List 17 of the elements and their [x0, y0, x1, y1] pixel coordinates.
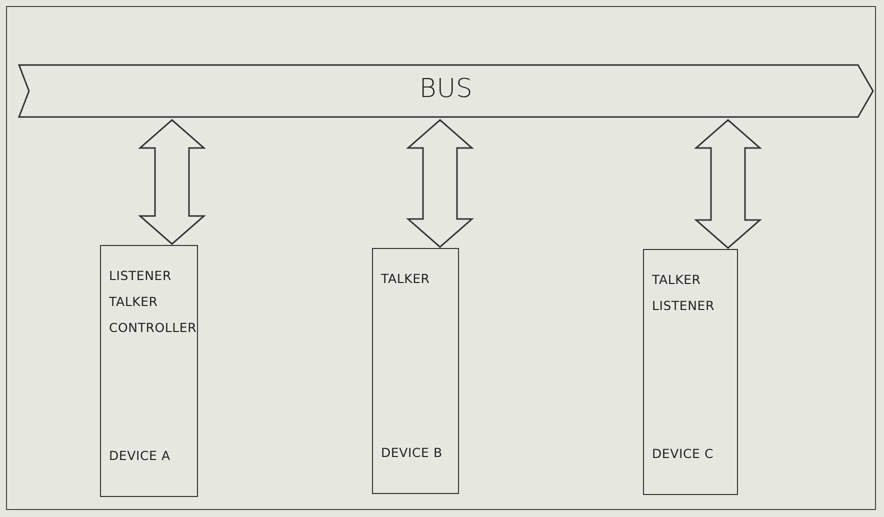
device-name: DEVICE A [109, 448, 170, 463]
bus-ribbon [18, 64, 874, 118]
double-arrow [694, 119, 762, 249]
role-label: TALKER [652, 272, 701, 287]
device-name: DEVICE B [381, 445, 442, 460]
device-box [372, 248, 459, 494]
device-name: DEVICE C [652, 446, 714, 461]
device-box [643, 249, 738, 495]
role-label: TALKER [109, 294, 158, 309]
bus-label: BUS [418, 74, 474, 104]
role-label: TALKER [381, 271, 430, 286]
double-arrow [138, 119, 206, 245]
double-arrow [406, 119, 474, 248]
device-box [100, 245, 198, 497]
role-label: CONTROLLER [109, 320, 197, 335]
role-label: LISTENER [109, 268, 172, 283]
role-label: LISTENER [652, 298, 714, 313]
